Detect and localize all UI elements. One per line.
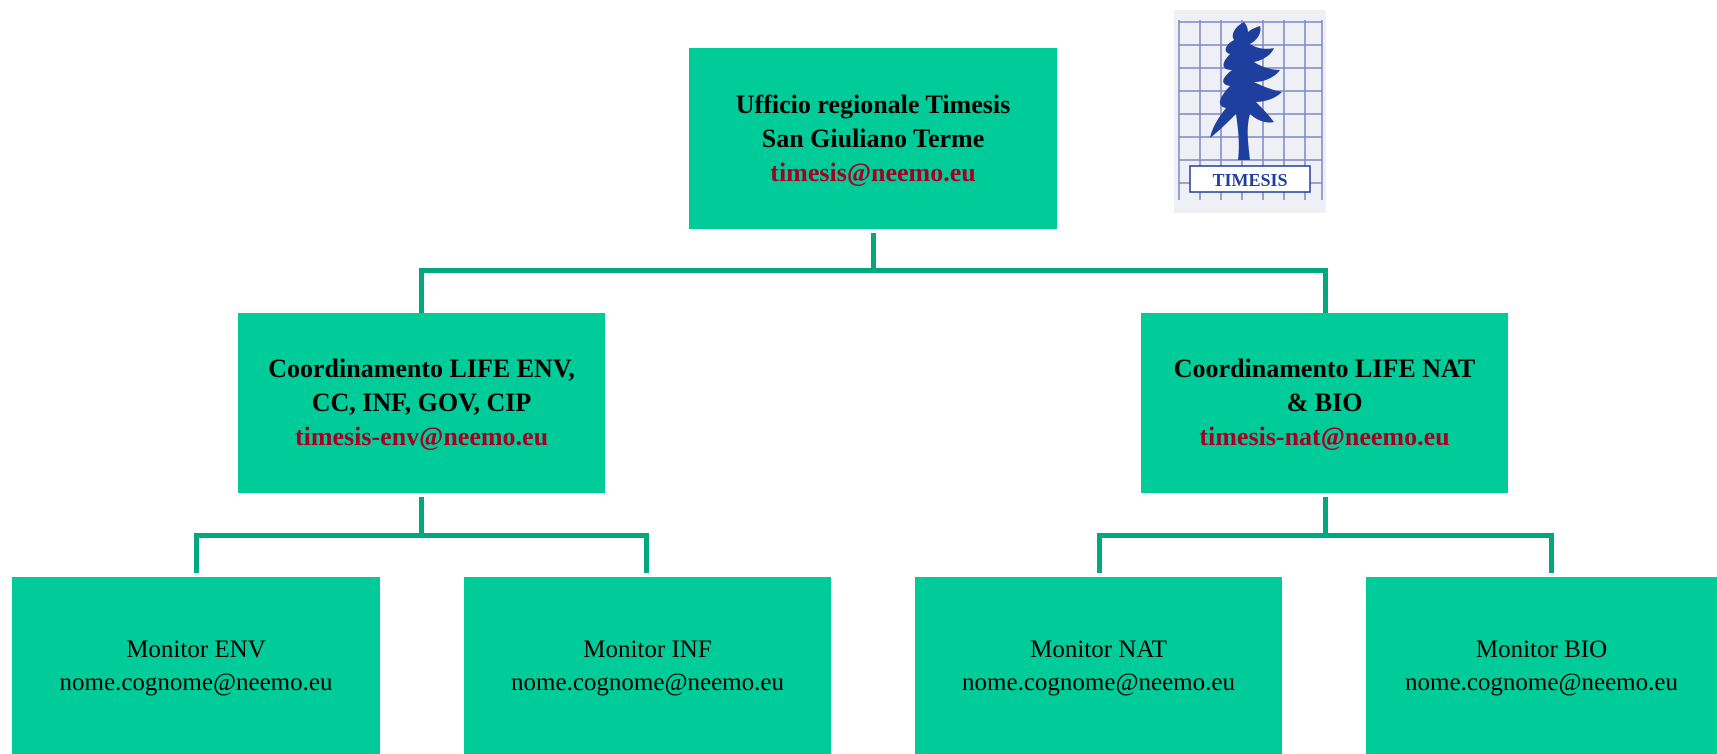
monitor-bio-title: Monitor BIO (1475, 635, 1608, 663)
coord-env-subtitle: CC, INF, GOV, CIP (311, 388, 532, 417)
connector-to-monitor-env (194, 533, 199, 573)
root-location: San Giuliano Terme (761, 123, 985, 153)
connector-to-monitor-inf (644, 533, 649, 573)
logo-text: TIMESIS (1212, 170, 1287, 190)
connector-nat-horizontal (1097, 533, 1554, 538)
connector-level1-horizontal (419, 268, 1328, 273)
connector-root-down (871, 233, 876, 270)
monitor-nat-email: nome.cognome@neemo.eu (962, 668, 1235, 696)
pine-tree-icon: TIMESIS (1174, 10, 1326, 213)
root-title: Ufficio regionale Timesis (735, 89, 1011, 119)
connector-nat-down (1323, 497, 1328, 535)
monitor-nat-node: Monitor NAT nome.cognome@neemo.eu (915, 577, 1282, 754)
coord-env-title: Coordinamento LIFE ENV, (268, 354, 575, 383)
connector-env-horizontal (194, 533, 649, 538)
root-node: Ufficio regionale Timesis San Giuliano T… (689, 48, 1057, 229)
connector-to-nat (1323, 268, 1328, 313)
connector-to-monitor-nat (1097, 533, 1102, 573)
coord-nat-subtitle: & BIO (1286, 388, 1363, 417)
connector-to-monitor-bio (1549, 533, 1554, 573)
monitor-inf-email: nome.cognome@neemo.eu (511, 668, 784, 696)
coord-env-node: Coordinamento LIFE ENV, CC, INF, GOV, CI… (238, 313, 605, 493)
monitor-env-email: nome.cognome@neemo.eu (59, 668, 333, 696)
timesis-logo: TIMESIS (1174, 10, 1326, 213)
connector-to-env (419, 268, 424, 313)
monitor-env-title: Monitor ENV (126, 635, 266, 663)
monitor-nat-title: Monitor NAT (1030, 635, 1167, 663)
coord-env-email: timesis-env@neemo.eu (294, 422, 549, 451)
monitor-env-node: Monitor ENV nome.cognome@neemo.eu (12, 577, 380, 754)
coord-nat-node: Coordinamento LIFE NAT & BIO timesis-nat… (1141, 313, 1508, 493)
monitor-bio-email: nome.cognome@neemo.eu (1405, 668, 1678, 696)
connector-env-down (419, 497, 424, 535)
monitor-inf-node: Monitor INF nome.cognome@neemo.eu (464, 577, 831, 754)
monitor-bio-node: Monitor BIO nome.cognome@neemo.eu (1366, 577, 1717, 754)
coord-nat-email: timesis-nat@neemo.eu (1199, 422, 1450, 451)
monitor-inf-title: Monitor INF (583, 635, 712, 663)
root-email: timesis@neemo.eu (770, 157, 976, 187)
coord-nat-title: Coordinamento LIFE NAT (1173, 354, 1476, 383)
